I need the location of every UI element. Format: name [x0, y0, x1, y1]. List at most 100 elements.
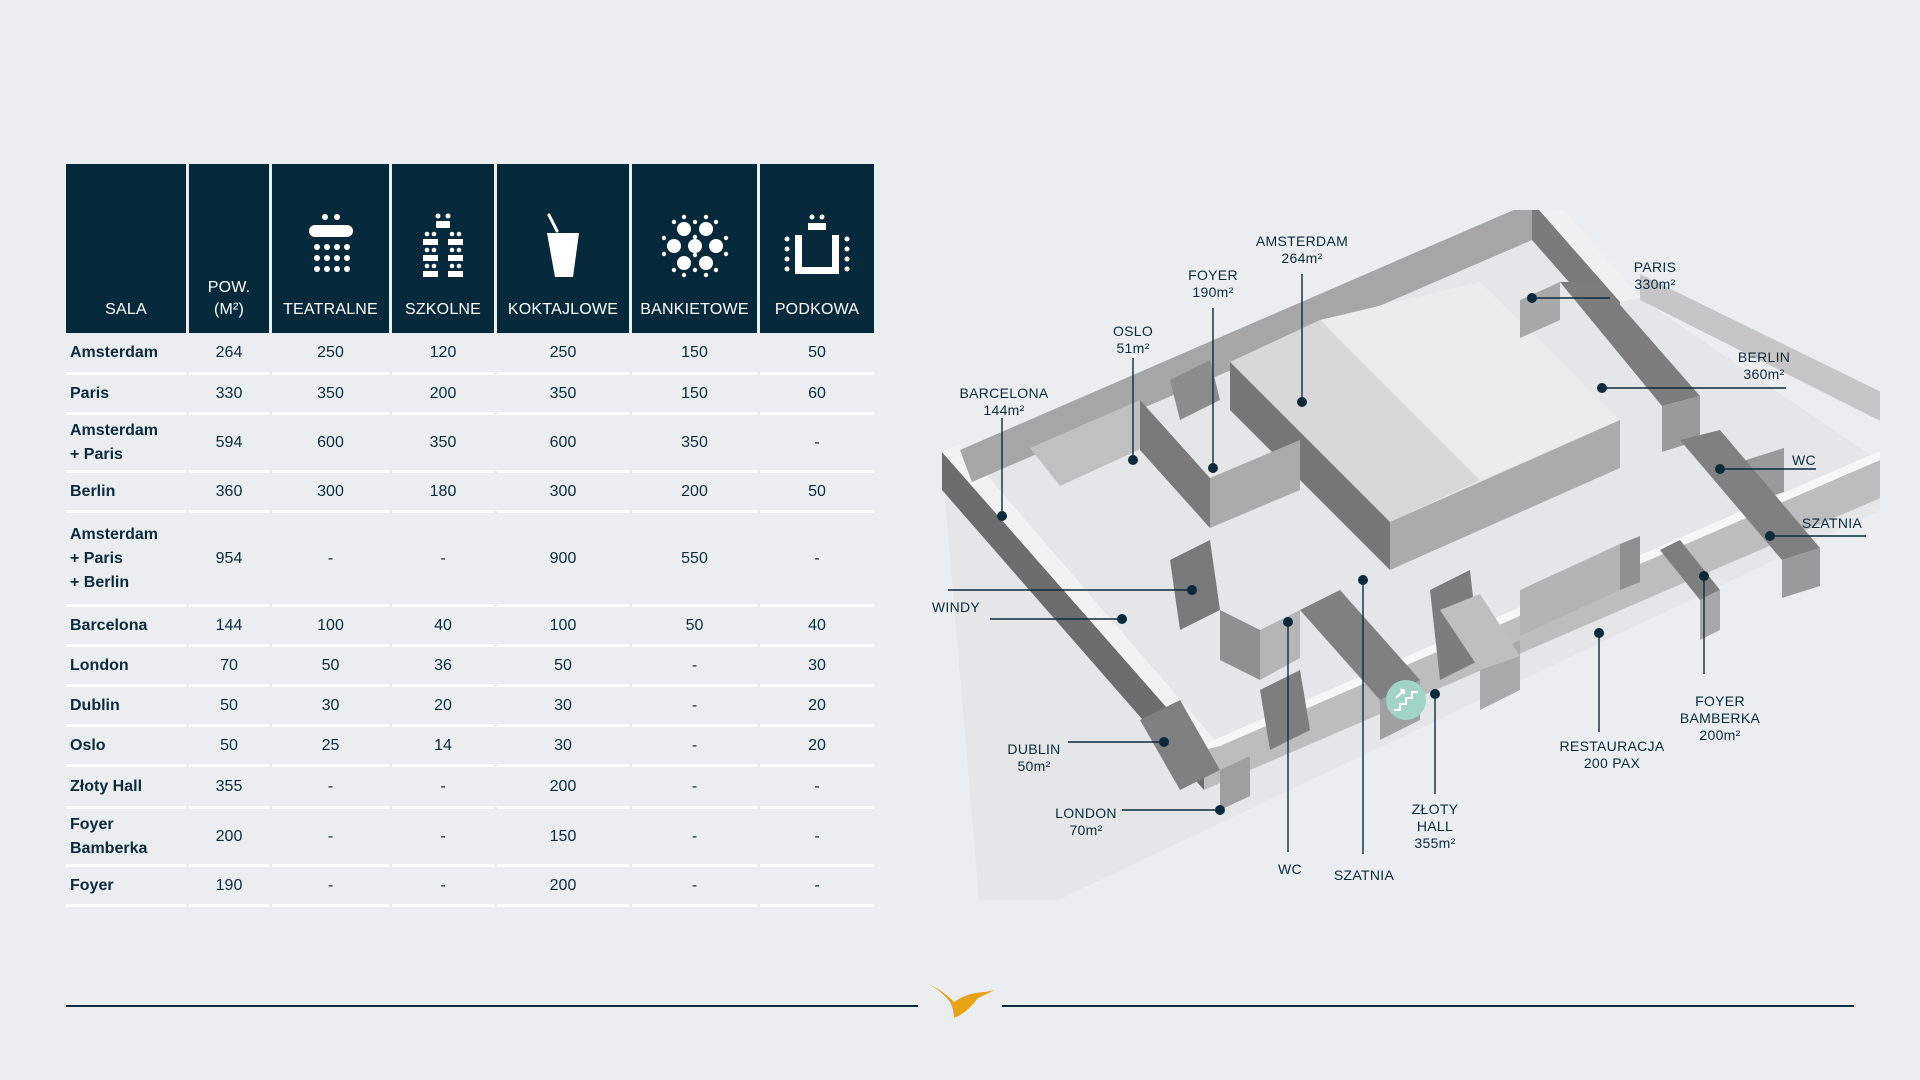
room-name-cell: Amsterdam+ Paris — [66, 415, 186, 473]
footer-line-left — [66, 1005, 918, 1007]
room-name-line: Amsterdam — [70, 421, 159, 439]
footer-line-right — [1002, 1005, 1854, 1007]
teatralne-cell: - — [272, 513, 389, 607]
pow-cell: 264 — [189, 333, 269, 375]
label-windy: WINDY — [932, 599, 981, 615]
header-szkolne: SZKOLNE — [392, 164, 494, 333]
pow-cell: 70 — [189, 647, 269, 687]
bankietowe-cell: 150 — [632, 375, 757, 415]
pow-cell: 330 — [189, 375, 269, 415]
header-koktajlowe: KOKTAJLOWE — [497, 164, 629, 333]
building-3d — [942, 210, 1880, 900]
bankietowe-cell: - — [632, 687, 757, 727]
room-name-line: London — [70, 656, 129, 674]
leader-lines — [948, 274, 1866, 854]
koktajlowe-cell: 350 — [497, 375, 629, 415]
pow-cell: 360 — [189, 473, 269, 513]
koktajlowe-cell: 300 — [497, 473, 629, 513]
room-name-cell: London — [66, 647, 186, 687]
leader-dots — [997, 293, 1775, 815]
bankietowe-cell: 200 — [632, 473, 757, 513]
room-name-cell: Oslo — [66, 727, 186, 767]
podkowa-cell: 20 — [760, 727, 874, 767]
theatre-layout-icon — [308, 214, 353, 272]
u-shape-layout-icon — [784, 214, 850, 274]
bird-logo-icon — [928, 984, 994, 1018]
room-name-line: Amsterdam — [70, 343, 159, 361]
room-name-line: Dublin — [70, 696, 120, 714]
header-pow: POW. (M²) — [189, 164, 269, 333]
teatralne-cell: 25 — [272, 727, 389, 767]
room-name-line: Barcelona — [70, 616, 148, 634]
teatralne-cell: - — [272, 809, 389, 867]
label-szatnia-bottom: SZATNIA — [1334, 867, 1395, 883]
room-name-line: Foyer — [70, 876, 114, 894]
koktajlowe-cell: 50 — [497, 647, 629, 687]
pow-cell: 954 — [189, 513, 269, 607]
room-name-cell: Amsterdam — [66, 333, 186, 375]
pow-cell: 190 — [189, 867, 269, 907]
teatralne-cell: 100 — [272, 607, 389, 647]
header-sala: SALA — [66, 164, 186, 333]
header-bankietowe: BANKIETOWE — [632, 164, 757, 333]
bankietowe-cell: 150 — [632, 333, 757, 375]
szkolne-cell: 20 — [392, 687, 494, 727]
bankietowe-cell: 550 — [632, 513, 757, 607]
szkolne-cell: 14 — [392, 727, 494, 767]
teatralne-cell: - — [272, 867, 389, 907]
bankietowe-cell: - — [632, 767, 757, 809]
bankietowe-cell: - — [632, 809, 757, 867]
szkolne-cell: - — [392, 767, 494, 809]
podkowa-cell: 30 — [760, 647, 874, 687]
podkowa-cell: - — [760, 809, 874, 867]
room-name-line: Bamberka — [70, 839, 148, 857]
podkowa-cell: - — [760, 867, 874, 907]
label-wc-right: WC — [1792, 452, 1816, 468]
podkowa-cell: 20 — [760, 687, 874, 727]
teatralne-cell: - — [272, 767, 389, 809]
room-name-line: Paris — [70, 384, 110, 402]
header-podkowa: PODKOWA — [760, 164, 874, 333]
pow-cell: 594 — [189, 415, 269, 473]
pow-cell: 50 — [189, 727, 269, 767]
header-teatralne: TEATRALNE — [272, 164, 389, 333]
bankietowe-cell: - — [632, 727, 757, 767]
room-name-line: Amsterdam — [70, 525, 159, 543]
teatralne-cell: 600 — [272, 415, 389, 473]
bankietowe-cell: - — [632, 647, 757, 687]
room-name-cell: Dublin — [66, 687, 186, 727]
room-name-cell: Foyer — [66, 867, 186, 907]
podkowa-cell: 40 — [760, 607, 874, 647]
podkowa-cell: - — [760, 415, 874, 473]
podkowa-cell: 50 — [760, 333, 874, 375]
room-name-line: + Berlin — [70, 573, 130, 591]
koktajlowe-cell: 200 — [497, 767, 629, 809]
room-name-line: Oslo — [70, 736, 106, 754]
koktajlowe-cell: 30 — [497, 727, 629, 767]
room-name-cell: Berlin — [66, 473, 186, 513]
banquet-tables-icon — [661, 214, 728, 278]
koktajlowe-cell: 150 — [497, 809, 629, 867]
szkolne-cell: 40 — [392, 607, 494, 647]
podkowa-cell: - — [760, 767, 874, 809]
podkowa-cell: 50 — [760, 473, 874, 513]
